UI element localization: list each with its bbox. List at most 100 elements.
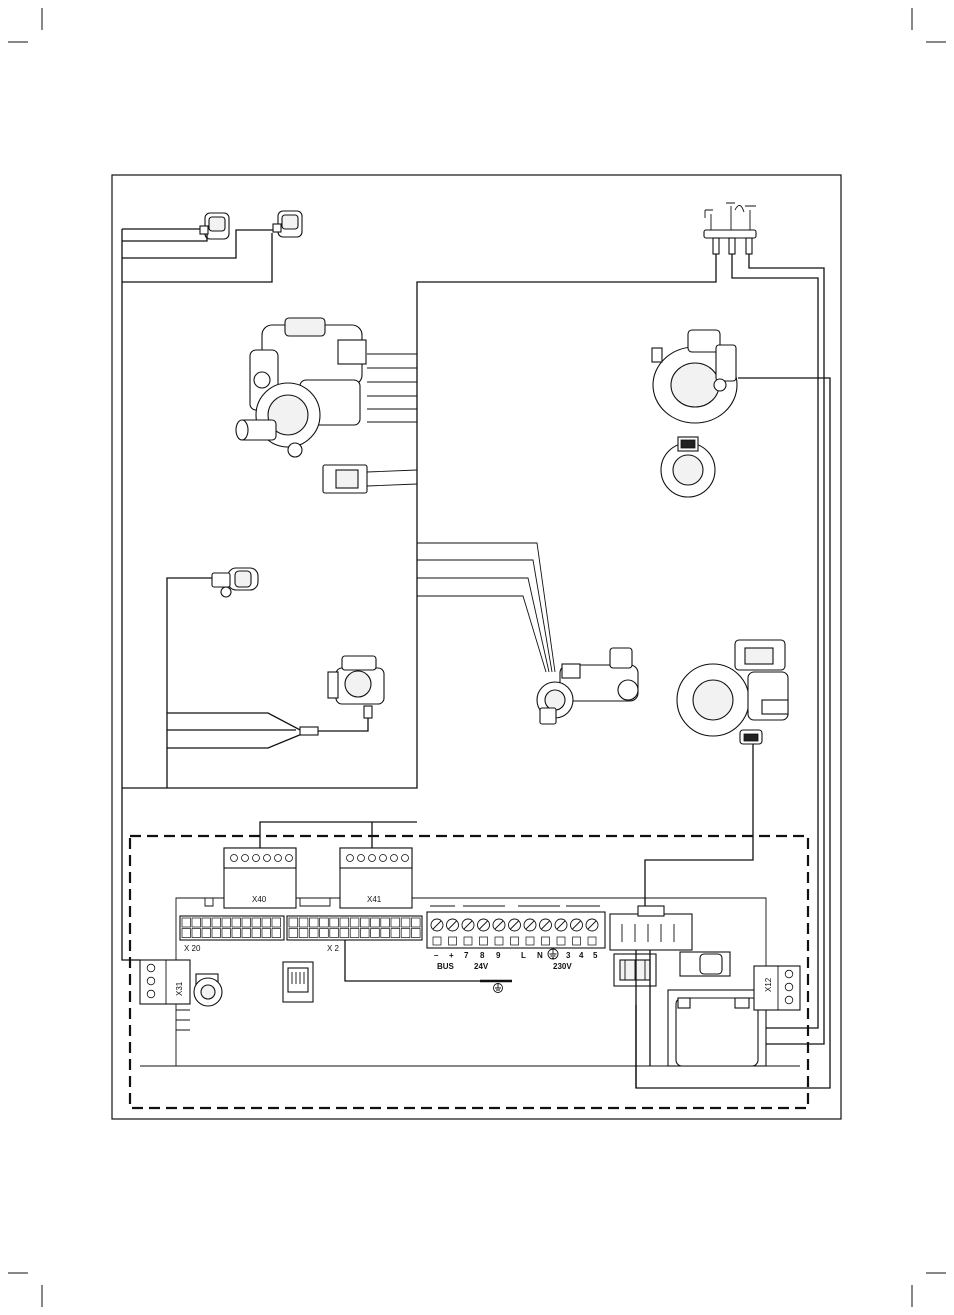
gas-valve bbox=[236, 318, 366, 457]
terminal-clamp bbox=[573, 937, 581, 945]
header-pin bbox=[289, 918, 298, 927]
connector-x41: X41 bbox=[340, 848, 412, 908]
header-pin bbox=[371, 918, 380, 927]
fan-motor bbox=[661, 437, 715, 497]
header-pin bbox=[222, 918, 231, 927]
three-way-valve-wires bbox=[417, 543, 555, 672]
terminal-labels: – + 7 8 9 L N 3 4 5 BUS 24V 230V bbox=[434, 949, 598, 971]
terminal-label-8: 4 bbox=[579, 951, 584, 960]
circulation-pump bbox=[645, 640, 788, 920]
terminal-label-7: 3 bbox=[566, 951, 571, 960]
terminal-label-4: 9 bbox=[496, 951, 501, 960]
header-pin bbox=[222, 929, 231, 938]
terminal-clamp bbox=[480, 937, 488, 945]
sensor-wires bbox=[122, 229, 273, 790]
ground-symbol bbox=[494, 984, 503, 993]
header-pin bbox=[182, 918, 191, 927]
group-label-24v: 24V bbox=[474, 962, 489, 971]
header-pin bbox=[340, 929, 349, 938]
board-pins bbox=[176, 1010, 190, 1030]
service-socket bbox=[283, 962, 313, 1002]
header-pin bbox=[381, 918, 390, 927]
header-pin bbox=[371, 929, 380, 938]
header-pin bbox=[330, 918, 339, 927]
header-pin bbox=[360, 929, 369, 938]
header-pin bbox=[299, 929, 308, 938]
ignition-electrodes bbox=[704, 203, 756, 254]
label-x12: X12 bbox=[764, 977, 773, 992]
header-pin bbox=[252, 929, 261, 938]
terminal-clamp bbox=[526, 937, 534, 945]
header-pin bbox=[262, 929, 271, 938]
header-pin bbox=[309, 918, 318, 927]
header-pin bbox=[320, 929, 329, 938]
terminal-clamp bbox=[542, 937, 550, 945]
header-pin bbox=[202, 918, 211, 927]
fuse-holder bbox=[680, 952, 730, 976]
crop-marks bbox=[8, 8, 946, 1307]
header-pin bbox=[232, 929, 241, 938]
connector-x40: X40 bbox=[224, 848, 296, 908]
header-pin bbox=[320, 918, 329, 927]
group-label-230v: 230V bbox=[553, 962, 572, 971]
terminal-label-2: 7 bbox=[464, 951, 469, 960]
header-pin bbox=[202, 929, 211, 938]
header-pin bbox=[262, 918, 271, 927]
label-x2: X 2 bbox=[327, 944, 340, 953]
header-pin bbox=[242, 929, 251, 938]
header-pin bbox=[242, 918, 251, 927]
connector-x12: X12 bbox=[754, 966, 800, 1010]
header-pin bbox=[182, 929, 191, 938]
flow-sensor bbox=[328, 656, 384, 718]
header-pin bbox=[411, 929, 420, 938]
connector-x2: X 2 bbox=[287, 916, 422, 953]
header-pin bbox=[252, 918, 261, 927]
temperature-sensor-1 bbox=[200, 213, 229, 239]
header-pin bbox=[360, 918, 369, 927]
terminal-clamp bbox=[449, 937, 457, 945]
header-pin bbox=[381, 929, 390, 938]
header-pin bbox=[272, 918, 281, 927]
header-pin bbox=[411, 918, 420, 927]
water-pressure-sensor bbox=[167, 568, 258, 788]
label-x41: X41 bbox=[367, 895, 382, 904]
connector-x20: X 20 bbox=[180, 916, 284, 953]
header-pin bbox=[212, 929, 221, 938]
header-pin bbox=[232, 918, 241, 927]
header-pin bbox=[350, 918, 359, 927]
terminal-clamp bbox=[557, 937, 565, 945]
header-pin bbox=[289, 929, 298, 938]
header-pin bbox=[340, 918, 349, 927]
temperature-sensor-2 bbox=[273, 211, 302, 237]
terminal-label-9: 5 bbox=[593, 951, 598, 960]
header-pin bbox=[212, 918, 221, 927]
label-x31: X31 bbox=[175, 981, 184, 996]
terminal-label-3: 8 bbox=[480, 951, 485, 960]
flow-sensor-wires bbox=[167, 713, 368, 748]
terminal-clamp bbox=[495, 937, 503, 945]
terminal-clamp bbox=[511, 937, 519, 945]
earth-terminal-symbol bbox=[548, 949, 558, 959]
terminal-label-5: L bbox=[521, 951, 526, 960]
outer-frame bbox=[112, 175, 841, 1119]
terminal-clamp bbox=[588, 937, 596, 945]
gas-valve-plug bbox=[323, 465, 417, 493]
header-pin bbox=[391, 918, 400, 927]
pump-plug-socket bbox=[610, 906, 692, 950]
header-pin bbox=[309, 929, 318, 938]
connector-x31: X31 bbox=[140, 960, 190, 1004]
terminal-label-1: + bbox=[449, 951, 454, 960]
terminal-clamp bbox=[464, 937, 472, 945]
header-pin bbox=[299, 918, 308, 927]
terminal-label-6: N bbox=[537, 951, 543, 960]
label-x20: X 20 bbox=[184, 944, 201, 953]
group-label-bus: BUS bbox=[437, 962, 455, 971]
header-pin bbox=[401, 918, 410, 927]
gas-valve-wires bbox=[367, 354, 417, 422]
header-pin bbox=[192, 918, 201, 927]
header-pin bbox=[330, 929, 339, 938]
terminal-label-0: – bbox=[434, 951, 439, 960]
ignition-module bbox=[668, 990, 766, 1066]
header-pin bbox=[401, 929, 410, 938]
